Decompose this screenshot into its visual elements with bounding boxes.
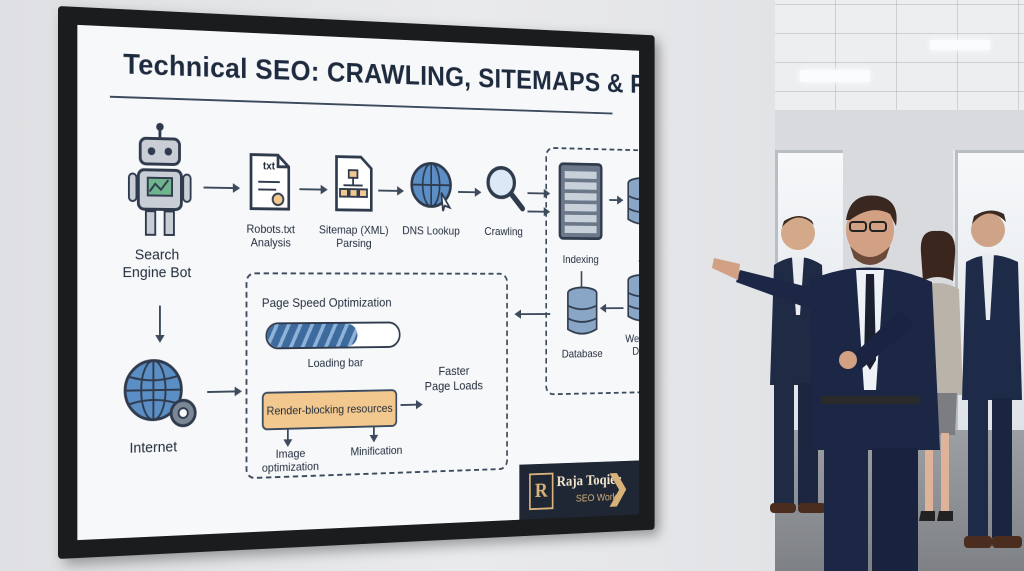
flow-arrow [458, 191, 480, 194]
database-icon [566, 286, 598, 337]
flow-arrow [203, 186, 239, 190]
ceiling-light [800, 70, 870, 82]
document-icon [249, 153, 290, 212]
display-monitor: Technical SEO: CRAWLING, SITEMAPS & PAGE… [58, 6, 655, 559]
flow-arrow [299, 188, 326, 191]
sitemap-label: Sitemap (XML) Parsing [318, 222, 389, 251]
ceiling-light [930, 40, 990, 50]
presentation-slide: Technical SEO: CRAWLING, SITEMAPS & PAGE… [77, 24, 640, 541]
flow-arrow [601, 307, 624, 310]
dns-label: DNS Lookup [402, 223, 460, 238]
slide-title: Technical SEO: CRAWLING, SITEMAPS & PAGE… [123, 48, 640, 104]
person-background-right [962, 210, 1022, 548]
title-underline [109, 95, 613, 115]
flow-arrow [286, 429, 289, 446]
page-speed-heading: Page Speed Optimization [261, 295, 392, 310]
magnifier-icon [485, 164, 526, 214]
image-optimization-label: Image optimization [261, 446, 319, 476]
flow-arrow [400, 403, 422, 406]
brand-logo: R Raja Toqier SEO Work ❯ [519, 460, 640, 520]
brand-initial: R [529, 472, 554, 511]
internet-globe-icon [121, 356, 200, 432]
flow-arrow [378, 189, 403, 192]
robot-icon [127, 122, 192, 241]
robots-icon-text: txt [262, 160, 276, 173]
loading-bar-fill [267, 323, 358, 348]
chevron-right-icon: ❯ [605, 467, 630, 506]
flow-arrow [373, 427, 375, 441]
database-label: Database [561, 347, 603, 361]
loading-bar [265, 321, 401, 350]
bot-label: Search Engine Bot [122, 246, 192, 282]
render-blocking-box: Render-blocking resources [261, 389, 398, 431]
globe-icon [409, 160, 455, 211]
ceiling [775, 0, 1024, 120]
website-data-label: Website Data [625, 332, 640, 358]
wall-band [775, 110, 1024, 150]
faster-loads-label: Faster Page Loads [424, 363, 483, 393]
flow-arrow [516, 313, 551, 316]
indexing-label: Indexing [562, 252, 599, 266]
loading-label: Loading bar [307, 355, 364, 370]
internet-label: Internet [129, 438, 178, 457]
flow-arrow [609, 199, 622, 202]
server-icon [558, 162, 603, 241]
crawling-label: Crawling [484, 224, 523, 239]
website-data-icon [627, 273, 640, 323]
flow-arrow [207, 390, 241, 393]
robots-label: Robots.txt Analysis [246, 222, 295, 250]
minification-label: Minification [350, 443, 403, 459]
presenter [712, 195, 940, 571]
flow-arrow [159, 305, 161, 341]
database-icon [627, 176, 640, 227]
sitemap-icon [335, 155, 373, 213]
